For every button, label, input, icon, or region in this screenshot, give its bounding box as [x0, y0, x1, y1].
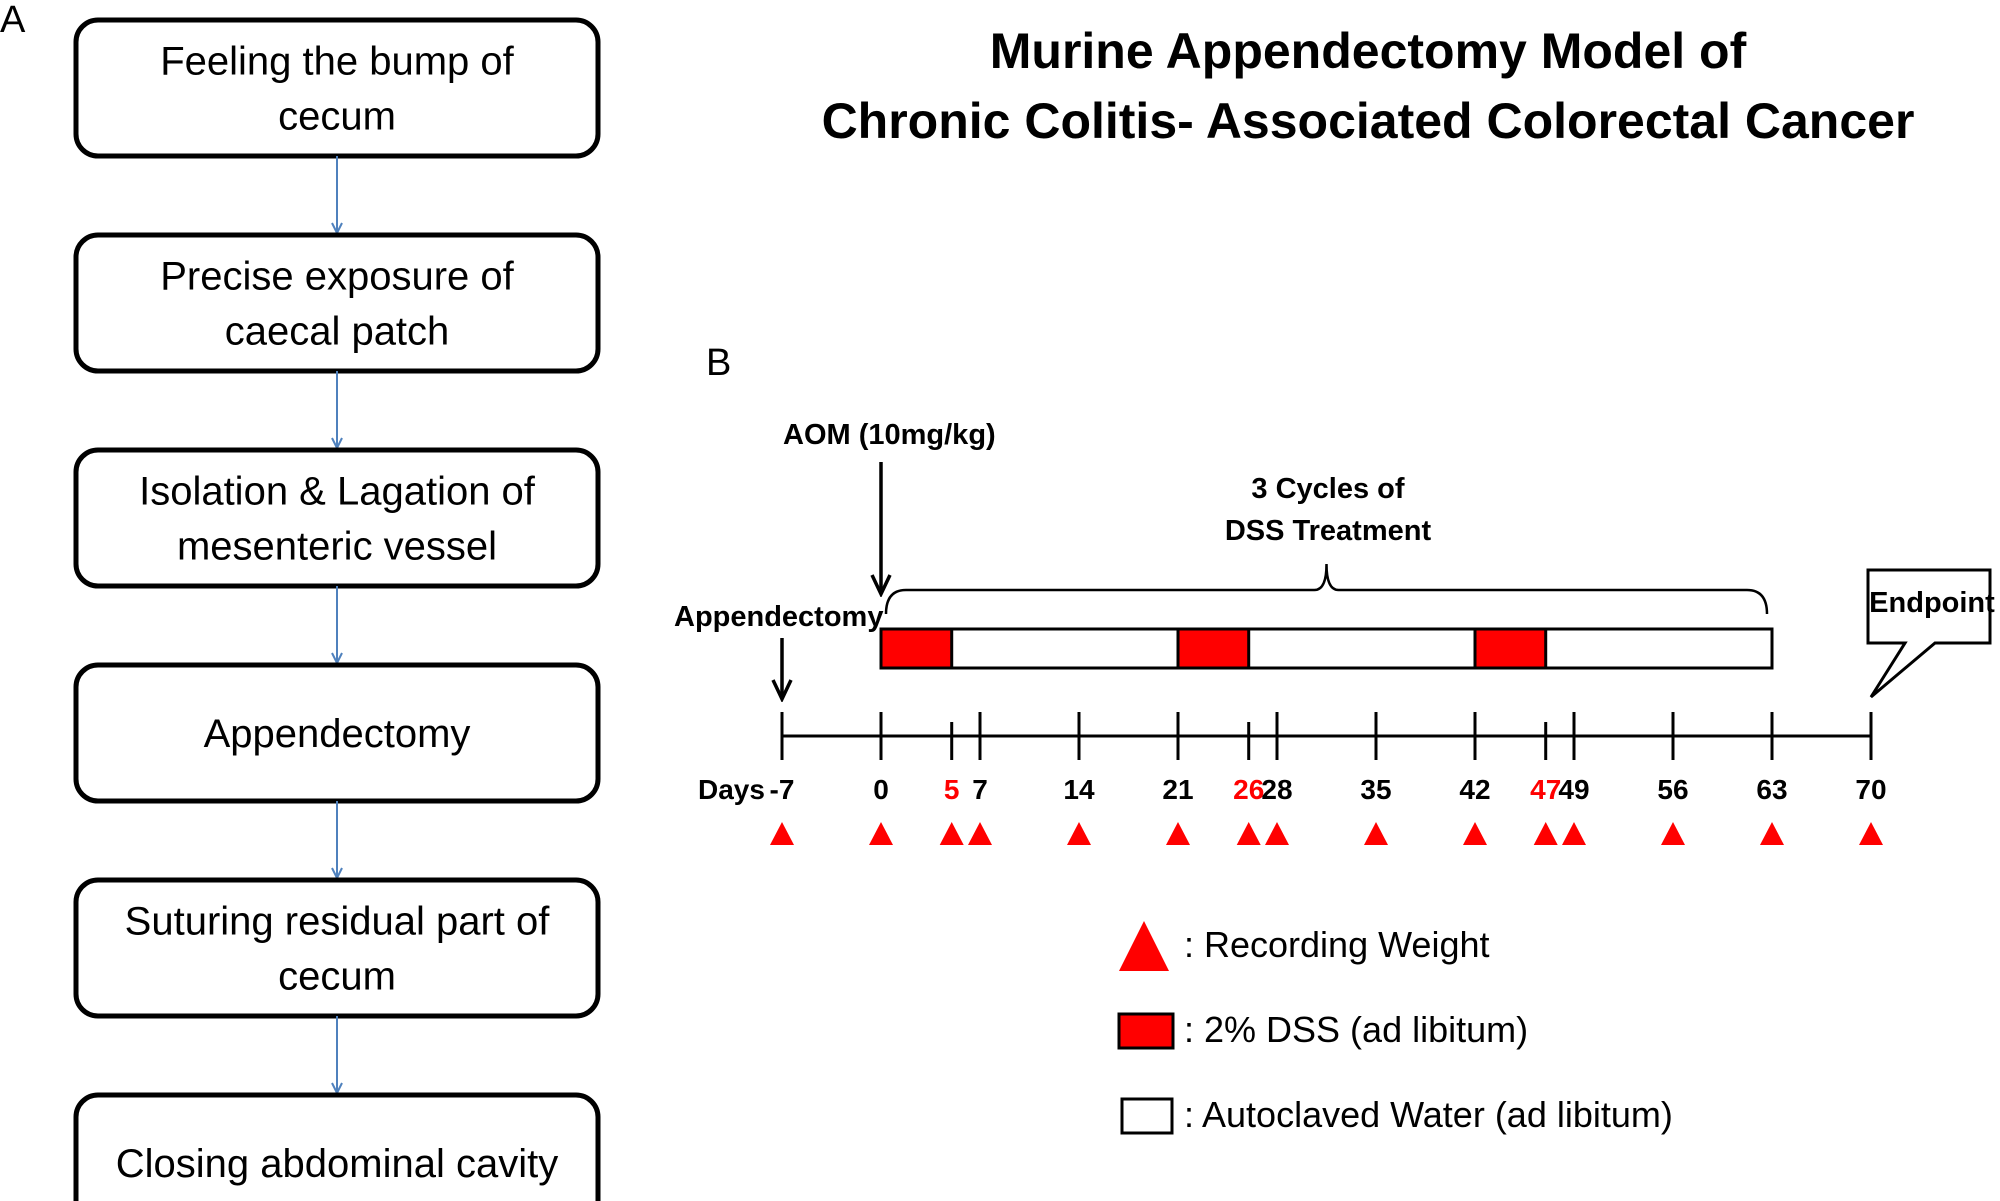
figure-title-line-1: Murine Appendectomy Model of [990, 23, 1747, 79]
flow-step-6 [73, 1092, 601, 1201]
day-label-56: 56 [1657, 774, 1688, 805]
aom-label: AOM (10mg/kg) [783, 419, 996, 451]
dss-cycles [879, 627, 1548, 670]
treatment-bar [879, 627, 1774, 670]
day-label-63: 63 [1756, 774, 1787, 805]
legend-water-text: : Autoclaved Water (ad libitum) [1184, 1094, 1673, 1135]
figure-title-line-2: Chronic Colitis- Associated Colorectal C… [822, 93, 1915, 149]
legend-dss-icon [1117, 1012, 1175, 1050]
weight-marker-day--7 [770, 822, 794, 845]
days-label: Days [698, 774, 765, 805]
weight-marker-day-21 [1166, 822, 1190, 845]
flow-step-3-text: Isolation & Lagation of [139, 470, 536, 514]
flow-step-3-text: mesenteric vessel [177, 525, 497, 569]
cycles-label-line-1: 3 Cycles of [1251, 473, 1404, 505]
dss-cycle-2 [1176, 627, 1251, 670]
legend-dss-text: : 2% DSS (ad libitum) [1184, 1009, 1528, 1050]
weight-marker-day-28 [1265, 822, 1289, 845]
weight-marker-day-47 [1533, 822, 1558, 845]
day-label--7: -7 [770, 774, 795, 805]
flow-step-2-text: Precise exposure of [160, 255, 514, 299]
cycles-label-line-2: DSS Treatment [1225, 515, 1432, 547]
weight-marker-day-7 [968, 822, 992, 845]
day-label-70: 70 [1855, 774, 1886, 805]
panel-a-label: A [0, 0, 26, 41]
treatment-brace [884, 563, 1769, 615]
day-label-49: 49 [1558, 774, 1589, 805]
weight-marker-day-26 [1236, 822, 1261, 845]
weight-marker-day-35 [1364, 822, 1388, 845]
weight-marker-day-0 [869, 822, 893, 845]
appendectomy-label: Appendectomy [674, 601, 883, 633]
day-label-47: 47 [1530, 774, 1561, 805]
flow-step-5-text: Suturing residual part of [125, 900, 551, 944]
flow-step-5-text: cecum [278, 955, 396, 999]
legend-weight-text: : Recording Weight [1184, 924, 1490, 965]
day-label-7: 7 [972, 774, 988, 805]
dss-cycle-1 [879, 627, 954, 670]
flow-step-4-text: Appendectomy [204, 712, 471, 756]
weight-marker-day-5 [939, 822, 964, 845]
dss-cycle-3 [1473, 627, 1548, 670]
day-label-21: 21 [1162, 774, 1193, 805]
weight-marker-day-63 [1760, 822, 1784, 845]
legend: : Recording Weight : 2% DSS (ad libitum)… [1117, 921, 1673, 1135]
weight-marker-day-49 [1562, 822, 1586, 845]
weight-marker-day-14 [1067, 822, 1091, 845]
timeline-ticks [780, 712, 1873, 760]
day-label-42: 42 [1459, 774, 1490, 805]
day-label-35: 35 [1360, 774, 1391, 805]
panel-b-label: B [706, 342, 731, 384]
weight-markers [770, 822, 1883, 845]
day-label-0: 0 [873, 774, 889, 805]
endpoint-label: Endpoint [1869, 587, 1995, 619]
weight-marker-day-56 [1661, 822, 1685, 845]
endpoint-callout: Endpoint [1866, 568, 1995, 699]
flow-step-1-text: Feeling the bump of [160, 40, 514, 84]
flow-step-6-text: Closing abdominal cavity [116, 1142, 558, 1186]
legend-weight-icon [1119, 921, 1169, 971]
endpoint-callout-shape [1866, 568, 1992, 699]
day-label-5: 5 [944, 774, 960, 805]
legend-water-icon [1120, 1097, 1174, 1135]
weight-marker-day-42 [1463, 822, 1487, 845]
day-label-14: 14 [1063, 774, 1095, 805]
weight-marker-day-70 [1859, 822, 1883, 845]
day-label-28: 28 [1261, 774, 1292, 805]
flow-step-1-text: cecum [278, 95, 396, 139]
day-label-26: 26 [1233, 774, 1264, 805]
flow-step-2-text: caecal patch [225, 310, 450, 354]
